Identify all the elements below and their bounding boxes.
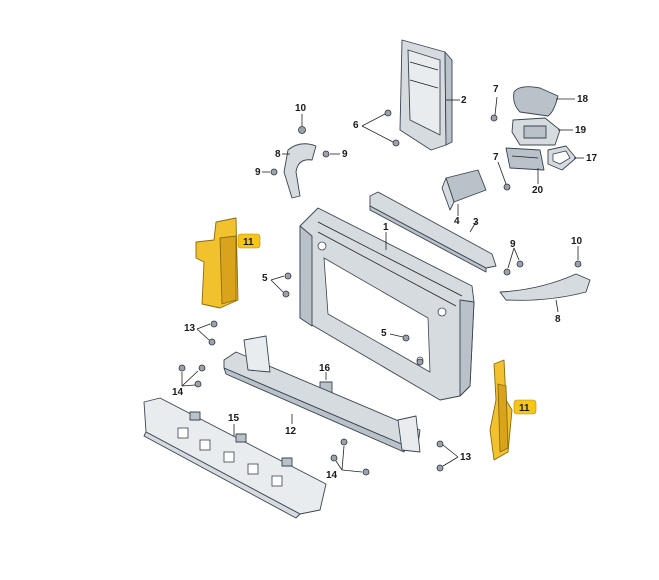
part-14-bolt-f	[362, 468, 370, 476]
highlight-badge-11-left	[237, 233, 261, 249]
label-17: 17	[586, 153, 598, 164]
highlight-badge-11-right	[513, 399, 537, 415]
label-2: 2	[461, 95, 467, 106]
part-19-cover	[511, 117, 561, 146]
part-17-frame	[547, 145, 577, 171]
label-13-b: 13	[460, 452, 472, 463]
label-12: 12	[285, 426, 297, 437]
label-8-a: 8	[275, 149, 281, 160]
label-5-b: 5	[381, 328, 387, 339]
label-7-a: 7	[493, 84, 499, 95]
part-14-bolt-a	[178, 364, 186, 372]
part-7-bolt-b	[503, 183, 511, 191]
part-7-bolt-a	[490, 114, 498, 122]
part-14-bolt-b	[198, 364, 206, 372]
label-14-a: 14	[172, 387, 184, 398]
label-9-c: 9	[510, 239, 516, 250]
label-14-b: 14	[326, 470, 338, 481]
part-15-absorber	[143, 397, 327, 519]
part-11-air-guide-left	[195, 217, 239, 309]
part-8-right-bracket	[499, 273, 591, 301]
part-12-bumper-beam	[223, 335, 421, 453]
label-6: 6	[353, 120, 359, 131]
label-10-b: 10	[571, 236, 583, 247]
part-2-bracket	[399, 39, 453, 151]
label-7-b: 7	[493, 152, 499, 163]
label-9-a: 9	[342, 149, 348, 160]
label-9-b: 9	[255, 167, 261, 178]
part-8-left-bracket	[283, 143, 317, 199]
part-5-bolt-d	[416, 358, 424, 366]
part-1-lock-carrier	[299, 207, 475, 401]
label-8-b: 8	[555, 314, 561, 325]
label-11-a: 11	[243, 237, 254, 248]
part-13-bolt-c	[436, 440, 444, 448]
part-20-block	[505, 147, 545, 171]
part-9-bolt-d	[516, 260, 524, 268]
part-10-bolt-a	[298, 126, 306, 134]
part-14-bolt-c	[194, 380, 202, 388]
part-5-bolt-b	[282, 290, 290, 298]
part-11-air-guide-right	[489, 359, 513, 461]
label-10-a: 10	[295, 103, 307, 114]
part-14-bolt-d	[340, 438, 348, 446]
part-13-bolt-d	[436, 464, 444, 472]
part-6-bolts	[384, 109, 400, 147]
part-13-bolt-b	[208, 338, 216, 346]
label-15: 15	[228, 413, 240, 424]
part-5-bolt-c	[402, 334, 410, 342]
label-1: 1	[383, 222, 389, 233]
part-10-bolt-b	[574, 260, 582, 268]
part-18-cover	[513, 86, 559, 117]
part-9-bolt-c	[503, 268, 511, 276]
label-20: 20	[532, 185, 544, 196]
label-19: 19	[575, 125, 587, 136]
label-13-a: 13	[184, 323, 196, 334]
part-9-bolt-a	[322, 150, 330, 158]
label-18: 18	[577, 94, 589, 105]
part-5-bolt-a	[284, 272, 292, 280]
label-11-b: 11	[519, 403, 530, 414]
part-14-bolt-e	[330, 454, 338, 462]
label-4: 4	[454, 216, 460, 227]
label-3: 3	[473, 217, 479, 228]
part-13-bolt-a	[210, 320, 218, 328]
part-9-bolt-b	[270, 168, 278, 176]
label-5-a: 5	[262, 273, 268, 284]
part-3-crossbar	[369, 191, 497, 273]
label-16: 16	[319, 363, 331, 374]
part-4-latch	[441, 169, 487, 211]
